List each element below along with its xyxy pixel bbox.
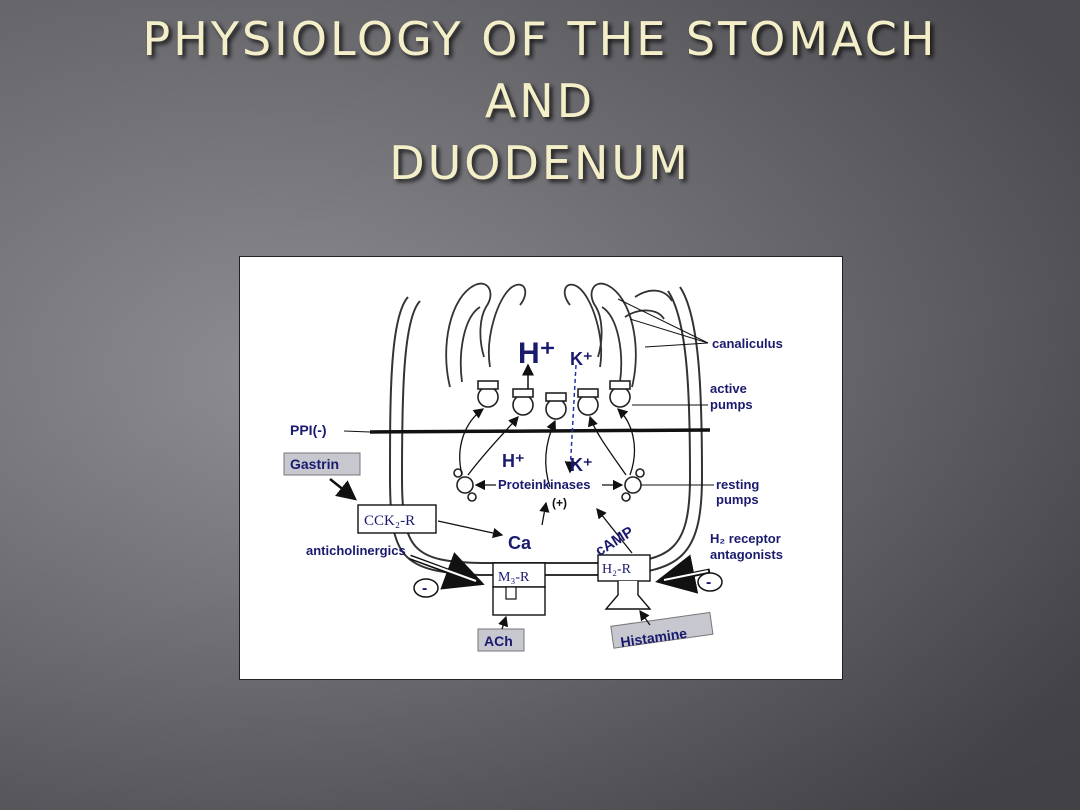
canaliculus-pointers — [617, 298, 709, 348]
title-line-1: PHYSIOLOGY OF THE STOMACH — [142, 12, 938, 66]
minus-circle-right — [697, 572, 723, 592]
canaliculus-folds — [445, 282, 673, 388]
ach-box — [477, 628, 525, 652]
k-plus-top-label: K⁺ — [570, 349, 593, 369]
m3r-label: M₃-R — [498, 570, 530, 585]
ppi-label-connector — [343, 430, 371, 433]
plus-label: (+) — [552, 496, 567, 510]
cck2r-to-ca-arrow — [437, 520, 504, 539]
proteinkinases-label: Proteinkinases — [498, 477, 591, 492]
k-plus-dashed-arrow — [564, 364, 577, 474]
h-plus-top-label: H⁺ — [518, 337, 556, 370]
h2r-stem — [604, 581, 652, 610]
h2r-box — [597, 554, 651, 582]
m3r-notch — [505, 586, 517, 600]
plus-arrow — [539, 501, 550, 526]
active-pumps-label-2: pumps — [710, 397, 753, 412]
histamine-box — [610, 611, 714, 649]
h2r-label: H₂-R — [602, 562, 632, 577]
k-plus-mid-label: K⁺ — [570, 455, 593, 475]
gastrin-box — [283, 452, 361, 476]
recruitment-arrows — [459, 408, 636, 488]
parietal-cell-diagram: H⁺ K⁺ canaliculus active pumps PPI(-) Ga… — [239, 256, 843, 680]
minus-left-label: - — [422, 580, 427, 597]
active-pumps — [477, 380, 631, 420]
h-plus-mid-label: H⁺ — [502, 451, 525, 471]
h2-receptor-label-2: antagonists — [710, 547, 783, 562]
gastrin-label: Gastrin — [290, 456, 339, 472]
ppi-label: PPI(-) — [290, 422, 327, 438]
resting-pumps-label-2: pumps — [716, 492, 759, 507]
slide-title: PHYSIOLOGY OF THE STOMACH AND DUODENUM — [0, 8, 1080, 194]
diagram-svg: H⁺ K⁺ canaliculus active pumps PPI(-) Ga… — [283, 282, 783, 652]
h2-antagonist-block-arrow-inner — [663, 570, 709, 581]
title-line-3: DUODENUM — [389, 136, 691, 190]
minus-circle-left — [413, 578, 439, 598]
cck2r-box — [357, 504, 437, 534]
cck2r-label: CCK₂-R — [364, 513, 415, 529]
ach-arrow — [498, 615, 509, 630]
resting-pumps-label-1: resting — [716, 477, 759, 492]
title-line-2: AND — [484, 74, 596, 128]
ppi-line — [369, 428, 711, 434]
active-pumps-label-1: active — [710, 381, 747, 396]
anticholinergics-label: anticholinergics — [306, 543, 406, 558]
m3r-box — [492, 562, 546, 588]
h2-receptor-label-1: H₂ receptor — [710, 531, 781, 546]
histamine-arrow — [639, 609, 651, 626]
m3r-stem — [492, 586, 546, 616]
ca-label: Ca — [508, 533, 532, 553]
camp-label: cAMP — [592, 523, 636, 560]
anticholinergic-block-arrow-inner — [409, 556, 477, 582]
gastrin-arrow — [329, 478, 357, 501]
canaliculus-label: canaliculus — [712, 336, 783, 351]
minus-right-label: - — [706, 574, 711, 591]
resting-pumps — [453, 468, 645, 502]
camp-arrow — [596, 507, 633, 554]
ach-label: ACh — [484, 633, 513, 649]
